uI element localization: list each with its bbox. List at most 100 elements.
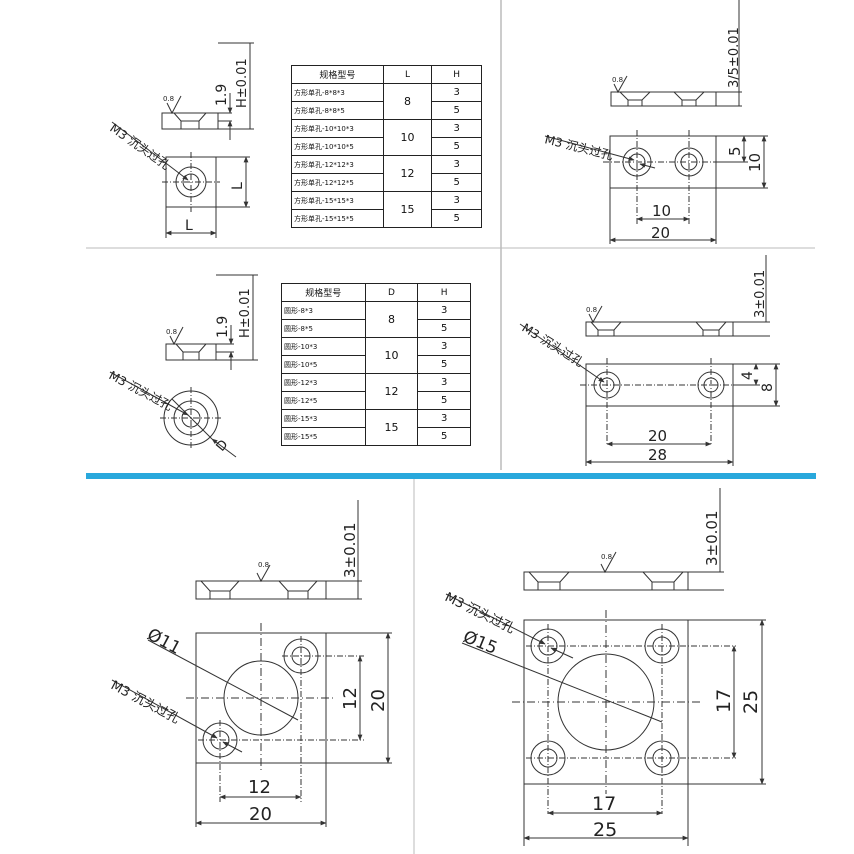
roughness-symbol [256,564,271,583]
group-value: 12 [382,155,433,192]
dim-height-tol: 3±0.01 [703,510,721,566]
dim-pitch-h: 12 [248,777,271,798]
row-h: 5 [417,391,471,410]
row-h: 3 [417,337,471,356]
panel-round-single: 0.8 1.9 H±0.01 M3 沉头过孔 D [107,274,258,458]
panel-rect-10x20: 0.8 3/5±0.01 M3 沉头过孔 5 [543,0,768,244]
dim-pitch-h: 17 [592,793,616,815]
roughness-value: 0.8 [258,561,269,569]
panel-square-20: 0.8 3±0.01 Ø11 M3 沉头过孔 [108,500,392,827]
group-value: 15 [364,409,419,446]
roughness-symbol [588,305,603,324]
table-row-name: 方形单孔-15*15*3 [291,191,384,210]
dim-outer-h: 25 [593,819,617,841]
dim-pitch: 10 [652,202,671,220]
table-row-name: 圆形-12*3 [281,373,366,392]
dim-pitch: 20 [648,427,667,445]
header-h: H [431,65,482,84]
table-row-name: 圆形-15*5 [281,427,366,446]
hole-label: M3 沉头过孔 [108,678,182,727]
row-h: 5 [417,355,471,374]
roughness-value: 0.8 [166,328,177,336]
dim-height-tol: 3±0.01 [753,270,768,318]
roughness-value: 0.8 [612,76,623,84]
dim-height-tol: H±0.01 [238,288,253,338]
side-view-plate [523,571,689,591]
row-h: 3 [417,301,471,320]
table-row-name: 圆形-15*3 [281,409,366,428]
roughness-symbol [169,326,184,346]
table-row-name: 方形单孔-15*15*5 [291,209,384,228]
table-row-name: 方形单孔-12*12*3 [291,155,384,174]
dim-bore: Ø11 [144,625,184,659]
hole-label: M3 沉头过孔 [442,590,517,637]
roughness-symbol [613,75,628,94]
table-row-name: 方形单孔-8*8*5 [291,101,384,120]
row-h: 3 [417,373,471,392]
row-h: 5 [431,101,482,120]
dim-outer-h: 20 [249,804,272,825]
header-d: D [364,283,419,302]
dim-outer-v: 25 [740,690,762,714]
table-row-name: 方形单孔-8*8*3 [291,83,384,102]
hole-label: M3 沉头过孔 [107,368,175,413]
row-h: 5 [417,319,471,338]
dim-length: 20 [651,224,670,242]
dim-inner-h: 4 [740,371,756,380]
table-row-name: 圆形-12*5 [281,391,366,410]
table-row-name: 圆形-8*5 [281,319,366,338]
roughness-value: 0.8 [163,95,174,103]
panel-square-25: 0.8 3±0.01 M3 沉头过孔 Ø15 [442,488,766,846]
group-value: 10 [382,119,433,156]
dim-height-tol: 3/5±0.01 [727,27,742,88]
hole-label: M3 沉头过孔 [543,132,614,162]
row-h: 5 [431,137,482,156]
header-h: H [417,283,471,302]
group-value: 8 [382,83,433,120]
row-h: 3 [417,409,471,428]
row-h: 3 [431,119,482,138]
group-value: 15 [382,191,433,228]
roughness-value: 0.8 [601,553,612,561]
header-model: 规格型号 [281,283,366,302]
table-row-name: 方形单孔-12*12*5 [291,173,384,192]
row-h: 3 [431,191,482,210]
header-model: 规格型号 [291,65,384,84]
table-row-name: 圆形-8*3 [281,301,366,320]
dim-pitch-v: 12 [340,687,361,710]
dim-thickness: 1.9 [215,316,231,338]
dim-bore: Ø15 [460,627,500,659]
table-row-name: 圆形-10*5 [281,355,366,374]
side-view-plate [195,580,327,600]
group-value: 10 [364,337,419,374]
roughness-symbol [600,551,617,574]
panel-rect-8x28: 0.8 3±0.01 M3 沉头过孔 4 8 [519,255,780,466]
dim-inner-h: 5 [726,146,744,156]
header-l: L [382,65,433,84]
dim-outer-h: 10 [746,153,764,172]
table-row-name: 圆形-10*3 [281,337,366,356]
row-h: 3 [431,83,482,102]
dim-height-tol: H±0.01 [235,58,250,108]
dim-thickness: 1.9 [214,84,230,106]
dim-outer-v: 20 [368,689,389,712]
dim-bottom: L [185,218,193,234]
dim-height-tol: 3±0.01 [341,522,359,578]
blue-separator [86,473,816,479]
row-h: 5 [431,209,482,228]
hole-label: M3 沉头过孔 [519,321,586,370]
group-value: 12 [364,373,419,410]
dim-pitch-v: 17 [713,689,735,713]
roughness-symbol [166,95,182,115]
row-h: 5 [431,173,482,192]
roughness-value: 0.8 [586,306,597,314]
side-view-plate [610,91,717,107]
dim-outer-h: 8 [760,383,776,392]
table-row-name: 方形单孔-10*10*5 [291,137,384,156]
side-view-plate [585,321,734,337]
table-row-name: 方形单孔-10*10*3 [291,119,384,138]
dim-length: 28 [648,446,667,464]
